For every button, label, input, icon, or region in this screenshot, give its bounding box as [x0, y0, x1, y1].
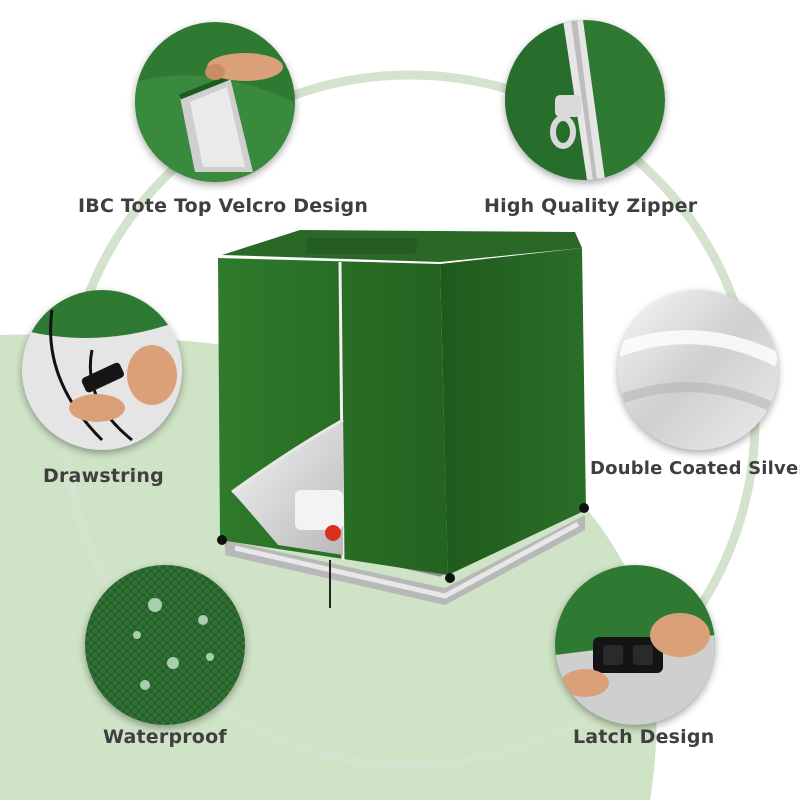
velcro-closeup-image [135, 22, 295, 182]
drawstring-feature-label: Drawstring [43, 465, 164, 487]
ibc-tote-cover-image [217, 230, 589, 608]
zipper-closeup-image [505, 20, 665, 180]
buckle-closeup-image [555, 565, 715, 725]
water-droplets-closeup-image [85, 565, 245, 725]
latch-feature-label: Latch Design [573, 726, 715, 748]
silver-fabric-closeup-image [618, 290, 778, 450]
waterproof-feature-label: Waterproof [103, 726, 227, 748]
zipper-feature-label: High Quality Zipper [484, 195, 698, 217]
velcro-feature-label: IBC Tote Top Velcro Design [78, 195, 369, 217]
silver-feature-label: Double Coated Silver [590, 458, 800, 479]
drawstring-closeup-image [22, 290, 182, 450]
